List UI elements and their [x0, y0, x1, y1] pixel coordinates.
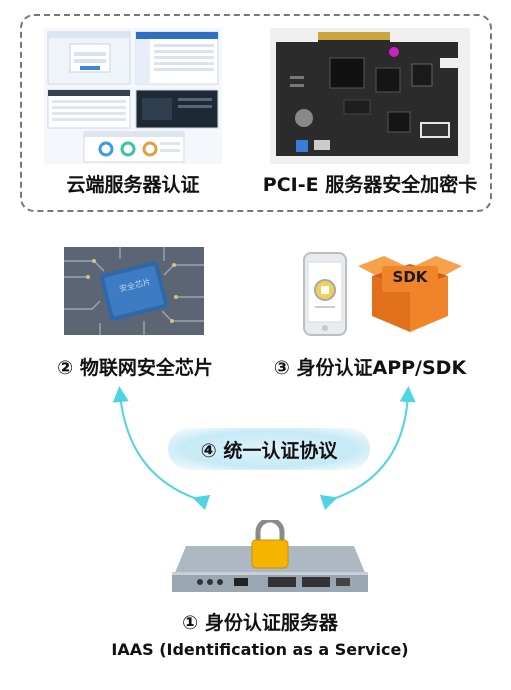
pcie-card-image: [270, 28, 470, 164]
protocol-label: ④ 统一认证协议: [200, 439, 338, 462]
app-sdk-caption: ③ 身份认证APP/SDK: [273, 357, 467, 379]
top-dashed-panel: [20, 14, 492, 212]
auth-server-caption: ① 身份认证服务器: [182, 612, 338, 634]
auth-server-subcaption: IAAS (Identification as a Service): [111, 640, 409, 659]
protocol-arrows: [0, 380, 511, 511]
cloud-auth-screenshots: [44, 28, 222, 164]
protocol-label-pill: ④ 统一认证协议: [168, 428, 370, 470]
cloud-auth-caption: 云端服务器认证: [66, 174, 200, 196]
phone-icon: [303, 252, 347, 336]
iot-chip-caption: ② 物联网安全芯片: [57, 357, 213, 379]
iot-chip-image: 安全芯片: [64, 247, 204, 335]
sdk-box-icon: SDK: [358, 254, 462, 334]
sdk-box-label: SDK: [392, 268, 428, 286]
pcie-card-caption: PCI-E 服务器安全加密卡: [262, 174, 478, 196]
auth-server-image: [172, 517, 368, 598]
